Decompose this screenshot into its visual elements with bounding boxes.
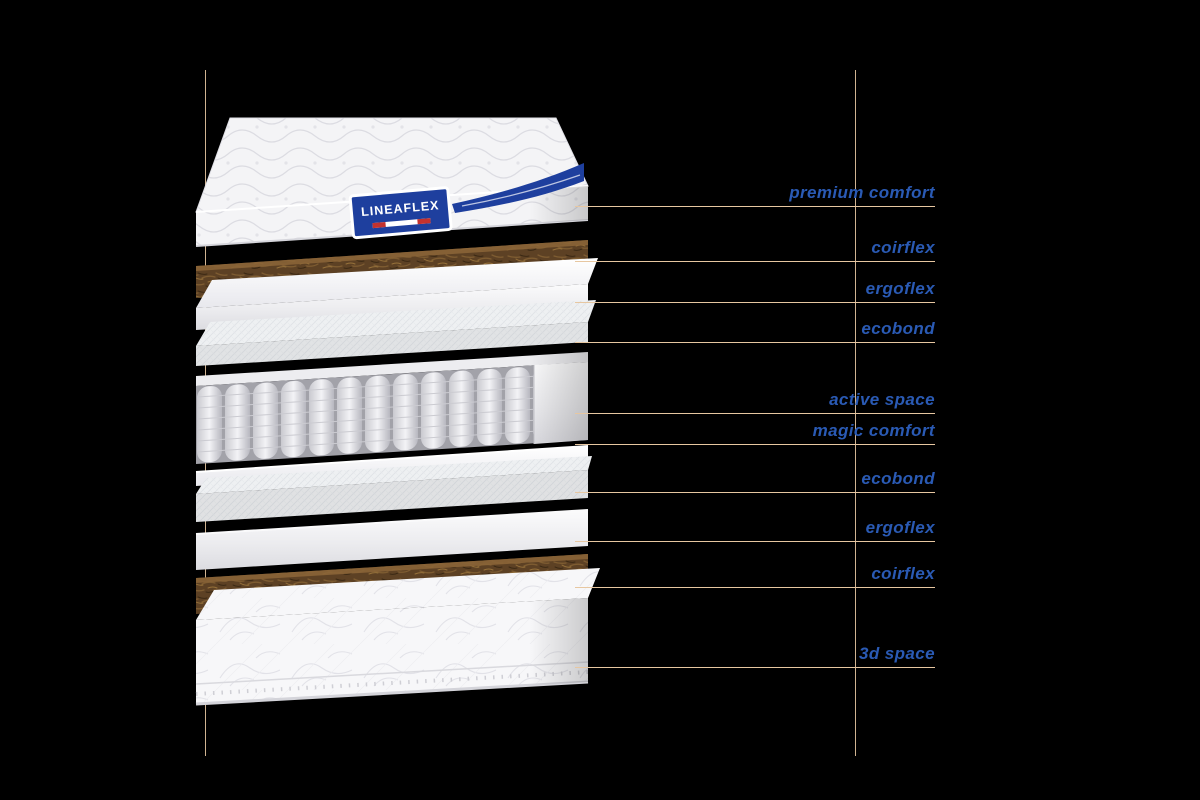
callout-coirflex-upper: coirflex <box>575 238 935 262</box>
callout-leader-line <box>575 261 935 262</box>
layer-active-space-graphic <box>196 352 588 465</box>
callout-coirflex-lower: coirflex <box>575 564 935 588</box>
brand-logo-text: LINEAFLEX <box>361 198 440 219</box>
callout-ergoflex-upper: ergoflex <box>575 279 935 303</box>
callout-leader-line <box>575 587 935 588</box>
callout-leader-line <box>575 444 935 445</box>
callout-ecobond-upper: ecobond <box>575 319 935 343</box>
layer-label: magic comfort <box>812 421 935 440</box>
callout-active-space: active space <box>575 390 935 414</box>
layer-label: ecobond <box>861 319 935 338</box>
layer-label: coirflex <box>871 238 935 257</box>
layer-label: ergoflex <box>865 279 935 298</box>
callout-leader-line <box>575 206 935 207</box>
callout-leader-line <box>575 492 935 493</box>
callout-ecobond-lower: ecobond <box>575 469 935 493</box>
layer-label: active space <box>829 390 935 409</box>
layer-label: premium comfort <box>789 183 935 202</box>
callout-leader-line <box>575 302 935 303</box>
callout-leader-line <box>575 667 935 668</box>
callout-ergoflex-lower: ergoflex <box>575 518 935 542</box>
callout-leader-line <box>575 342 935 343</box>
layer-label: ecobond <box>861 469 935 488</box>
layer-ecobond-lower-graphic <box>196 456 592 522</box>
callout-premium-comfort: premium comfort <box>575 183 935 207</box>
brand-label-stripe <box>372 218 431 229</box>
layer-label: ergoflex <box>865 518 935 537</box>
layer-3d-space-graphic <box>195 568 600 706</box>
layer-ergoflex-lower-graphic <box>195 509 589 570</box>
layer-label: coirflex <box>871 564 935 583</box>
callout-leader-line <box>575 541 935 542</box>
layer-premium-comfort-graphic: LINEAFLEX <box>195 117 589 247</box>
callout-3d-space: 3d space <box>575 644 935 668</box>
callout-magic-comfort: magic comfort <box>575 421 935 445</box>
callout-leader-line <box>575 413 935 414</box>
brand-ribbon <box>452 163 584 213</box>
layer-ecobond-upper-graphic <box>196 300 596 366</box>
brand-label: LINEAFLEX <box>348 186 453 240</box>
layer-label: 3d space <box>859 644 935 663</box>
